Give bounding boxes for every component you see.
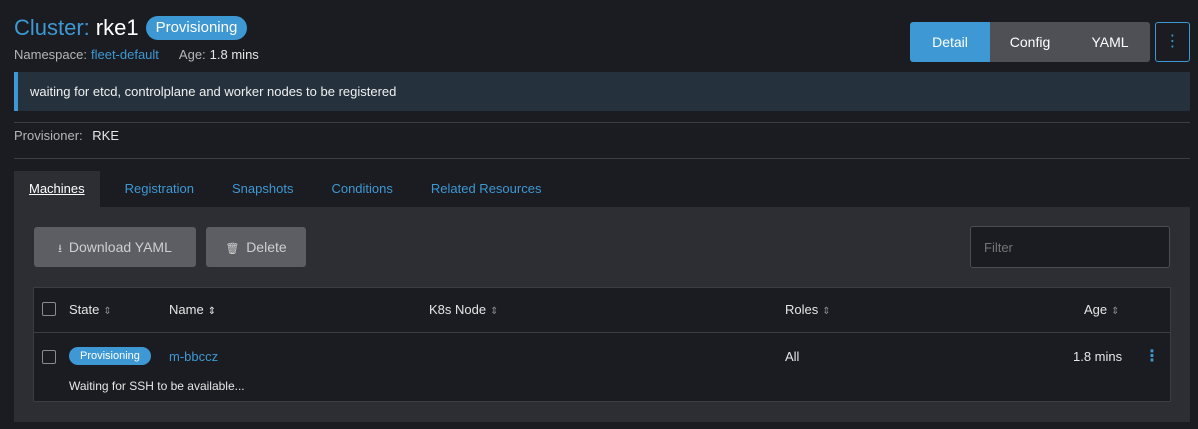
kebab-icon: ⋮ [1164,33,1181,50]
row-more-actions-icon[interactable]: ⋮ [1144,348,1160,365]
provisioner-label: Provisioner: [14,128,83,143]
filter-input[interactable] [970,226,1170,268]
delete-button[interactable]: 🗑 Delete [206,227,306,267]
detail-view-button[interactable]: Detail [910,22,990,62]
row-checkbox[interactable] [42,350,56,364]
column-header-age[interactable]: Age⇕ [1084,302,1120,317]
column-label-state: State [69,302,100,317]
tab-machines[interactable]: Machines [14,171,100,207]
download-icon: ⭳ [58,243,62,255]
page-title: rke1 [95,15,139,40]
row-roles: All [785,349,800,364]
download-yaml-label: Download YAML [68,239,172,255]
more-actions-button[interactable]: ⋮ [1155,22,1190,62]
age-label: Age: [178,47,206,62]
tab-bar: Machines Registration Snapshots Conditio… [14,171,564,207]
row-status-message: Waiting for SSH to be available... [69,379,245,393]
column-label-name: Name [169,302,204,317]
title-row: Cluster: rke1 Provisioning [14,15,259,41]
page-title-prefix: Cluster: [14,15,90,40]
column-header-k8s-node[interactable]: K8s Node⇕ [429,302,498,317]
divider [14,158,1190,159]
provisioner-row: Provisioner: RKE [14,128,119,143]
provisioner-value: RKE [92,128,119,143]
status-banner: waiting for etcd, controlplane and worke… [14,72,1190,111]
row-age: 1.8 mins [1073,349,1123,364]
view-mode-toggle: Detail Config YAML [910,22,1150,62]
yaml-view-button[interactable]: YAML [1070,22,1150,62]
row-state-badge: Provisioning [69,347,151,365]
sort-icon: ⇕ [490,306,499,317]
namespace-label: Namespace: [14,47,87,62]
age-value: 1.8 mins [209,47,259,62]
column-header-roles[interactable]: Roles⇕ [785,302,831,317]
machines-panel: ⭳ Download YAML 🗑 Delete State⇕ Name⇕ K8… [14,207,1190,422]
table-header: State⇕ Name⇕ K8s Node⇕ Roles⇕ Age⇕ [34,288,1170,333]
column-header-state[interactable]: State⇕ [69,302,112,317]
page-header: Cluster: rke1 Provisioning Namespace: fl… [14,15,259,62]
meta-row: Namespace: fleet-default Age: 1.8 mins [14,47,259,62]
machines-table: State⇕ Name⇕ K8s Node⇕ Roles⇕ Age⇕ Provi… [33,287,1171,402]
namespace-link[interactable]: fleet-default [90,47,159,62]
sort-active-icon: ⇕ [207,306,217,317]
status-badge: Provisioning [145,16,248,40]
column-label-k8s-node: K8s Node [429,302,487,317]
tab-registration[interactable]: Registration [124,181,195,196]
tab-conditions[interactable]: Conditions [331,181,393,196]
table-row: Provisioning m-bbccz All 1.8 mins ⋮ Wait… [34,334,1170,402]
divider [14,122,1190,123]
config-view-button[interactable]: Config [990,22,1070,62]
tab-related-resources[interactable]: Related Resources [430,181,542,196]
download-yaml-button[interactable]: ⭳ Download YAML [34,227,196,267]
column-header-name[interactable]: Name⇕ [169,302,216,317]
banner-message: waiting for etcd, controlplane and worke… [30,84,397,99]
sort-icon: ⇕ [822,306,831,317]
machine-name-link[interactable]: m-bbccz [169,349,219,364]
trash-icon: 🗑 [225,243,240,255]
tab-snapshots[interactable]: Snapshots [232,181,294,196]
sort-icon: ⇕ [103,306,112,317]
column-label-roles: Roles [785,302,819,317]
sort-icon: ⇕ [1111,306,1120,317]
column-label-age: Age [1084,302,1108,317]
delete-label: Delete [246,239,287,255]
select-all-checkbox[interactable] [42,302,56,316]
